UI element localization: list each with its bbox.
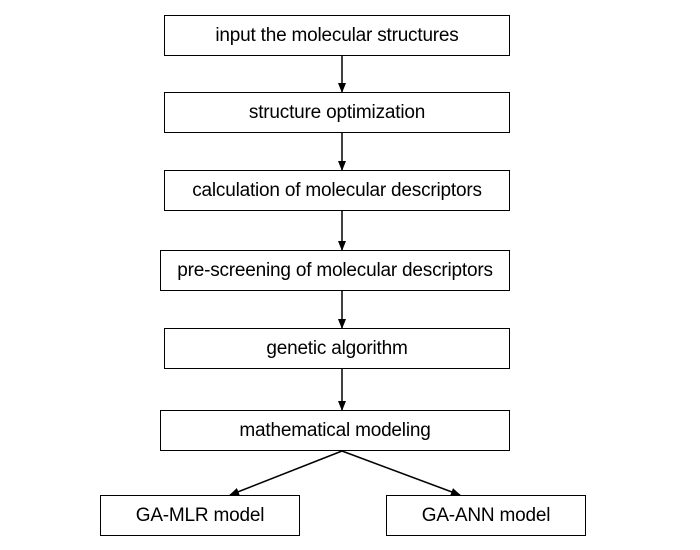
step-label: input the molecular structures <box>215 24 459 46</box>
step-calculation-descriptors: calculation of molecular descriptors <box>164 170 510 211</box>
step-mathematical-modeling: mathematical modeling <box>160 410 510 451</box>
step-label: structure optimization <box>248 101 426 123</box>
step-label: mathematical modeling <box>239 419 431 441</box>
output-ga-ann-model: GA-ANN model <box>386 495 586 536</box>
step-label: calculation of molecular descriptors <box>192 179 482 201</box>
step-structure-optimization: structure optimization <box>164 92 510 133</box>
step-label: genetic algorithm <box>266 337 408 359</box>
output-ga-mlr-model: GA-MLR model <box>100 495 300 536</box>
arrow-modeling-to-mlr <box>229 450 343 496</box>
arrow-modeling-to-ann <box>341 450 461 496</box>
step-prescreening-descriptors: pre-screening of molecular descriptors <box>160 250 510 291</box>
step-input-molecular-structures: input the molecular structures <box>164 15 510 56</box>
step-label: pre-screening of molecular descriptors <box>177 259 493 281</box>
step-genetic-algorithm: genetic algorithm <box>164 328 510 369</box>
output-label: GA-MLR model <box>135 504 265 526</box>
output-label: GA-ANN model <box>421 504 551 526</box>
